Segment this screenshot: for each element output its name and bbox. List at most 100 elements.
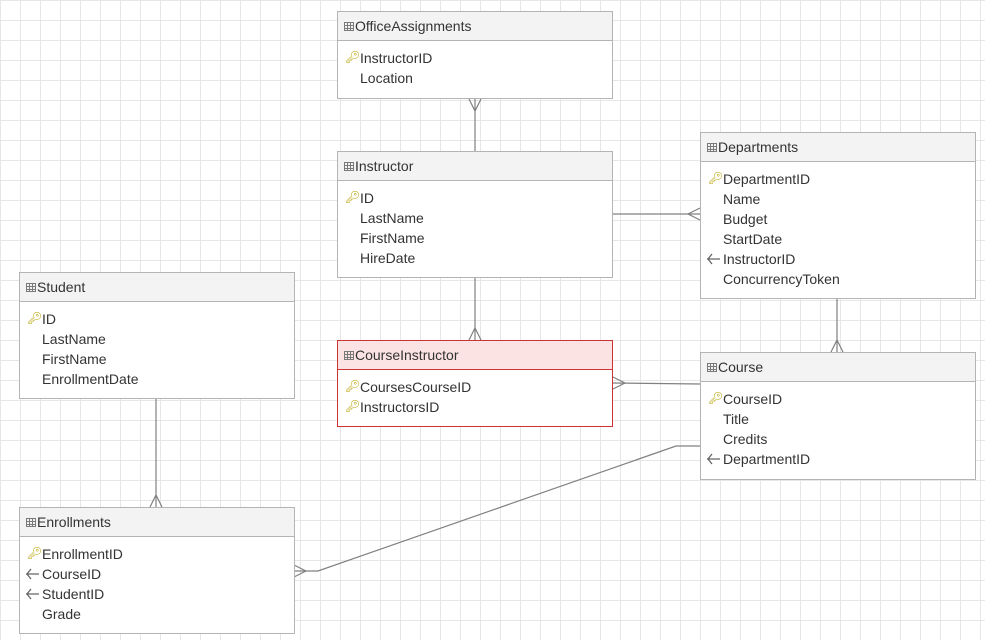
field-name: StudentID: [42, 586, 105, 602]
field-name: FirstName: [42, 351, 107, 367]
field-name: ConcurrencyToken: [723, 271, 840, 287]
field-name: StartDate: [723, 231, 783, 247]
field-name: Name: [723, 191, 761, 207]
field-row[interactable]: Budget: [701, 209, 975, 229]
entity-title: Student: [37, 279, 86, 295]
field-row[interactable]: Location: [338, 68, 612, 88]
field-name: ID: [360, 190, 374, 206]
field-row[interactable]: 🔑︎ CourseID: [701, 389, 975, 409]
field-name: Credits: [723, 431, 768, 447]
entity-title: Departments: [718, 139, 799, 155]
foreign-key-icon: [707, 453, 720, 465]
key-icon: 🔑︎: [27, 546, 43, 560]
entity-header[interactable]: Instructor: [338, 152, 612, 181]
field-row[interactable]: EnrollmentDate: [20, 369, 294, 389]
key-icon: 🔑︎: [345, 190, 361, 204]
entity-title: Instructor: [355, 158, 414, 174]
field-name: InstructorID: [360, 50, 433, 66]
entity-title: Enrollments: [37, 514, 111, 530]
field-name: InstructorsID: [360, 399, 440, 415]
field-row[interactable]: 🔑︎ ID: [20, 309, 294, 329]
field-row[interactable]: FirstName: [20, 349, 294, 369]
table-icon: [344, 161, 354, 171]
relationship-instructor-courseinstructor[interactable]: [468, 278, 482, 341]
field-row[interactable]: CourseID: [20, 564, 294, 584]
table-icon: [344, 350, 354, 360]
relationship-student-enrollments[interactable]: [149, 399, 163, 508]
key-icon: 🔑︎: [345, 399, 361, 413]
field-name: Title: [723, 411, 749, 427]
table-icon: [707, 362, 717, 372]
field-row[interactable]: 🔑︎ CoursesCourseID: [338, 377, 612, 397]
table-icon: [344, 21, 354, 31]
field-name: FirstName: [360, 230, 425, 246]
entity-courseinstructor[interactable]: CourseInstructor 🔑︎ CoursesCourseID 🔑︎ I…: [337, 340, 613, 427]
entity-header[interactable]: Student: [20, 273, 294, 302]
relationship-departments-course[interactable]: [830, 299, 844, 353]
key-icon: 🔑︎: [27, 311, 43, 325]
key-icon: 🔑︎: [345, 379, 361, 393]
entity-course[interactable]: Course 🔑︎ CourseID Title Credits Departm…: [700, 352, 976, 480]
entity-student[interactable]: Student 🔑︎ ID LastName FirstName Enrollm…: [19, 272, 295, 399]
field-row[interactable]: 🔑︎ InstructorsID: [338, 397, 612, 417]
relationship-course-enrollments[interactable]: [293, 445, 700, 578]
entity-header[interactable]: CourseInstructor: [338, 341, 612, 370]
field-name: EnrollmentDate: [42, 371, 139, 387]
field-name: Budget: [723, 211, 768, 227]
foreign-key-icon: [707, 253, 720, 265]
entity-header[interactable]: Course: [701, 353, 975, 382]
field-name: DepartmentID: [723, 171, 811, 187]
field-name: ID: [42, 311, 56, 327]
key-icon: 🔑︎: [708, 391, 724, 405]
field-row[interactable]: LastName: [20, 329, 294, 349]
field-row[interactable]: 🔑︎ ID: [338, 188, 612, 208]
field-row[interactable]: StudentID: [20, 584, 294, 604]
field-name: EnrollmentID: [42, 546, 123, 562]
field-row[interactable]: 🔑︎ InstructorID: [338, 48, 612, 68]
field-name: CoursesCourseID: [360, 379, 472, 395]
field-row[interactable]: 🔑︎ DepartmentID: [701, 169, 975, 189]
entity-instructor[interactable]: Instructor 🔑︎ ID LastName FirstName Hire…: [337, 151, 613, 278]
field-row[interactable]: StartDate: [701, 229, 975, 249]
field-name: CourseID: [42, 566, 102, 582]
field-row[interactable]: InstructorID: [701, 249, 975, 269]
entity-header[interactable]: Departments: [701, 133, 975, 162]
field-row[interactable]: ConcurrencyToken: [701, 269, 975, 289]
field-name: DepartmentID: [723, 451, 811, 467]
field-name: LastName: [360, 210, 424, 226]
field-name: HireDate: [360, 250, 416, 266]
table-icon: [26, 282, 36, 292]
foreign-key-icon: [26, 588, 39, 600]
key-icon: 🔑︎: [345, 50, 361, 64]
field-row[interactable]: HireDate: [338, 248, 612, 268]
field-name: LastName: [42, 331, 106, 347]
field-row[interactable]: Credits: [701, 429, 975, 449]
key-icon: 🔑︎: [708, 171, 724, 185]
field-row[interactable]: 🔑︎ EnrollmentID: [20, 544, 294, 564]
entity-header[interactable]: Enrollments: [20, 508, 294, 537]
relationship-instructor-departments[interactable]: [613, 207, 701, 221]
field-name: Grade: [42, 606, 81, 622]
field-name: InstructorID: [723, 251, 796, 267]
field-row[interactable]: DepartmentID: [701, 449, 975, 469]
field-name: CourseID: [723, 391, 783, 407]
foreign-key-icon: [26, 568, 39, 580]
relationship-course-courseinstructor[interactable]: [612, 376, 701, 390]
field-row[interactable]: FirstName: [338, 228, 612, 248]
table-icon: [707, 142, 717, 152]
field-name: Location: [360, 70, 413, 86]
entity-officeassignments[interactable]: OfficeAssignments 🔑︎ InstructorID Locati…: [337, 11, 613, 99]
entity-header[interactable]: OfficeAssignments: [338, 12, 612, 41]
entity-enrollments[interactable]: Enrollments 🔑︎ EnrollmentID CourseID Stu…: [19, 507, 295, 634]
entity-title: CourseInstructor: [355, 347, 459, 363]
entity-departments[interactable]: Departments 🔑︎ DepartmentID Name Budget …: [700, 132, 976, 299]
relationship-instructor-officeassignments[interactable]: [468, 98, 482, 151]
table-icon: [26, 517, 36, 527]
entity-title: OfficeAssignments: [355, 18, 472, 34]
field-row[interactable]: LastName: [338, 208, 612, 228]
entity-title: Course: [718, 359, 764, 375]
field-row[interactable]: Name: [701, 189, 975, 209]
field-row[interactable]: Title: [701, 409, 975, 429]
field-row[interactable]: Grade: [20, 604, 294, 624]
